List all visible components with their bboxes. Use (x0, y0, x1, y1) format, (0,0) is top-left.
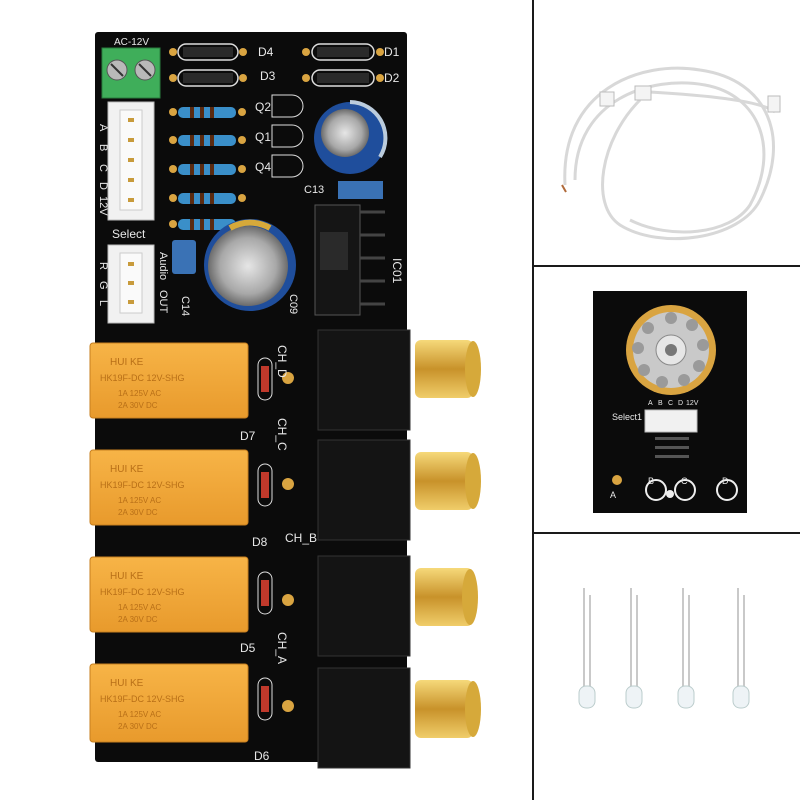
rca-jack-d (317, 329, 481, 431)
relay-model: HK19F-DC 12V-SHG (100, 480, 185, 490)
channel-label-c: CH_C (275, 418, 289, 451)
relay-model: HK19F-DC 12V-SHG (100, 694, 185, 704)
header-pin-b: B (97, 144, 109, 151)
transistors: Q2 Q1 Q4 (255, 94, 304, 178)
voltage-regulator: IC01 (314, 204, 404, 316)
out-label: OUT (157, 290, 169, 314)
relay-brand: HUI KE (110, 357, 144, 368)
electrolytic-capacitor-blue (314, 100, 388, 174)
rca-jack-b (317, 555, 478, 657)
relay-diode-d5: D5 (240, 641, 256, 655)
relay-model: HK19F-DC 12V-SHG (100, 373, 185, 383)
relay-brand: HUI KE (110, 678, 144, 689)
cap-label-c14: C14 (179, 296, 191, 316)
cable-harness (561, 66, 781, 241)
film-capacitor (338, 181, 383, 199)
relay-diode-d7: D7 (240, 429, 256, 443)
top-diodes: D4 D3 D1 D2 (169, 43, 400, 87)
relay-rating-1: 1A 125V AC (118, 496, 161, 505)
relay-model: HK19F-DC 12V-SHG (100, 587, 185, 597)
electrolytic-capacitor-large: C09 (204, 219, 299, 314)
selector-pin-c: C (668, 400, 673, 407)
led-pads: A B C D (610, 475, 738, 501)
audio-pin-g: G (97, 281, 109, 290)
led-3 (677, 588, 695, 709)
relay-diode-d6: D6 (254, 749, 270, 763)
led-2 (625, 588, 643, 709)
channel-label-d: CH_D (275, 345, 289, 378)
audio-label: Audio (157, 252, 169, 280)
led-1 (578, 588, 596, 709)
relay-rating-2: 2A 30V DC (118, 401, 158, 410)
relay-row-1: HUI KE HK19F-DC 12V-SHG 1A 125V AC 2A 30… (89, 342, 294, 443)
cap-label-c09: C09 (287, 294, 299, 314)
audio-pin-r: R (97, 262, 109, 270)
transistor-label-q1: Q1 (255, 130, 271, 144)
led-set (578, 588, 750, 709)
channel-label-a: CH_A (275, 632, 289, 664)
rotary-switch (626, 305, 716, 395)
diode-label-d1: D1 (384, 45, 400, 59)
relay-rating-2: 2A 30V DC (118, 722, 158, 731)
led-4 (732, 588, 750, 709)
transistor-label-q2: Q2 (255, 100, 271, 114)
relay-diode-d8: D8 (252, 535, 268, 549)
panel-divider-top (532, 265, 800, 267)
audio-out-connector: R G L Audio OUT (97, 244, 169, 324)
relay-row-4: HUI KE HK19F-DC 12V-SHG 1A 125V AC 2A 30… (89, 632, 294, 763)
diode-label-d3: D3 (260, 69, 276, 83)
rca-jack-c (317, 439, 481, 541)
selector-pad-a: A (610, 490, 616, 500)
rca-jack-a (317, 667, 481, 769)
select-label: Select (112, 227, 146, 241)
audio-pin-l: L (97, 300, 109, 306)
relay-row-2: HUI KE HK19F-DC 12V-SHG 1A 125V AC 2A 30… (89, 418, 294, 549)
selector-pad-d: D (722, 476, 729, 486)
selector-pin-12v: 12V (686, 400, 699, 407)
cap-label-c13: C13 (304, 184, 324, 196)
selector-board: Select1 A B C D 12V A B C D (593, 291, 747, 513)
selector-header: Select1 A B C D 12V (612, 400, 699, 433)
relay-rating-2: 2A 30V DC (118, 508, 158, 517)
power-label: AC-12V (114, 37, 149, 48)
power-terminal: AC-12V (101, 37, 161, 99)
relay-row-3: HUI KE HK19F-DC 12V-SHG 1A 125V AC 2A 30… (89, 531, 317, 655)
ic-label: IC01 (390, 258, 404, 284)
panel-divider-vertical (532, 0, 534, 800)
selector-pad-c: C (681, 476, 688, 486)
transistor-label-q4: Q4 (255, 160, 271, 174)
relay-rating-1: 1A 125V AC (118, 710, 161, 719)
header-pin-c: C (97, 164, 109, 172)
panel-divider-bottom (532, 532, 800, 534)
relay-brand: HUI KE (110, 571, 144, 582)
select-header: A B C D 12V Select (97, 101, 155, 241)
selector-pin-d: D (678, 400, 683, 407)
selector-header-label: Select1 (612, 412, 642, 422)
relay-brand: HUI KE (110, 464, 144, 475)
diode-label-d2: D2 (384, 71, 400, 85)
header-pin-d: D (97, 182, 109, 190)
channel-label-b: CH_B (285, 531, 317, 545)
header-pin-12v: 12V (97, 196, 109, 216)
diode-label-d4: D4 (258, 45, 274, 59)
main-board: AC-12V D4 D3 D1 D2 (89, 32, 481, 769)
selector-pin-a: A (648, 400, 653, 407)
resistor-bank (169, 107, 246, 230)
selector-pin-b: B (658, 400, 663, 407)
capacitor-c14 (172, 240, 196, 274)
relay-rating-1: 1A 125V AC (118, 603, 161, 612)
relay-rating-2: 2A 30V DC (118, 615, 158, 624)
header-pin-a: A (97, 124, 109, 132)
relay-rating-1: 1A 125V AC (118, 389, 161, 398)
rca-jacks (317, 329, 481, 769)
selector-pad-b: B (648, 476, 654, 486)
